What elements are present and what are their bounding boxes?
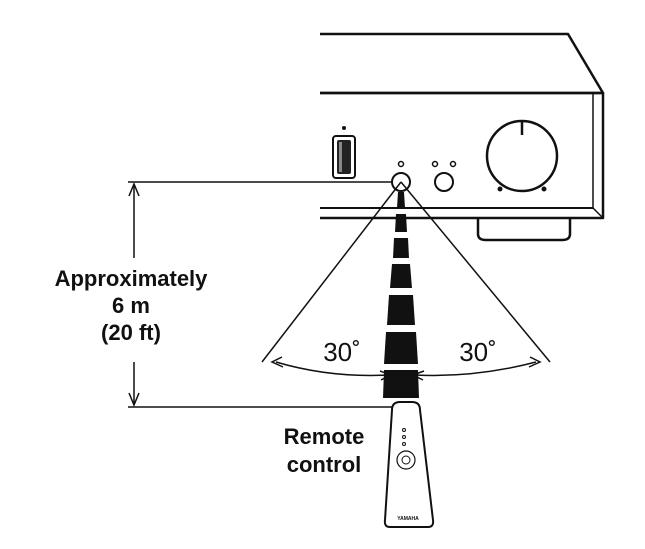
- amplifier-top-panel: [320, 32, 605, 95]
- arc-arrow-right-icon: [528, 356, 542, 368]
- distance-label-line1: Approximately: [55, 266, 209, 291]
- angle-arc-left: [275, 361, 390, 377]
- distance-dimension: [128, 181, 398, 408]
- arrow-up-icon: [128, 182, 140, 197]
- remote-sensor-icon: [391, 160, 411, 192]
- cone-right-edge: [400, 181, 551, 363]
- remote-body: [383, 401, 435, 528]
- remote-control: YAMAHA: [383, 401, 435, 528]
- angle-label-right: 30˚: [459, 337, 497, 367]
- amplifier-foot: [476, 218, 572, 242]
- input-knob-icon: [431, 160, 457, 192]
- remote-dial-icon: [396, 450, 416, 470]
- arrow-down-icon: [128, 392, 140, 407]
- distance-label-line3: (20 ft): [101, 320, 161, 345]
- angle-arc-right: [414, 361, 537, 377]
- remote-brand: YAMAHA: [397, 516, 419, 522]
- power-switch-icon: [332, 126, 356, 179]
- volume-knob-icon: [485, 119, 559, 193]
- angle-label-left: 30˚: [323, 337, 361, 367]
- arc-arrow-left-icon: [270, 356, 284, 368]
- remote-label-line1: Remote: [284, 424, 365, 449]
- remote-label-line2: control: [287, 452, 362, 477]
- amplifier-unit: [320, 32, 605, 242]
- cone-left-edge: [261, 181, 402, 363]
- ir-beam: [383, 192, 419, 398]
- distance-label-line2: 6 m: [112, 293, 150, 318]
- amplifier-front-panel: [320, 91, 605, 220]
